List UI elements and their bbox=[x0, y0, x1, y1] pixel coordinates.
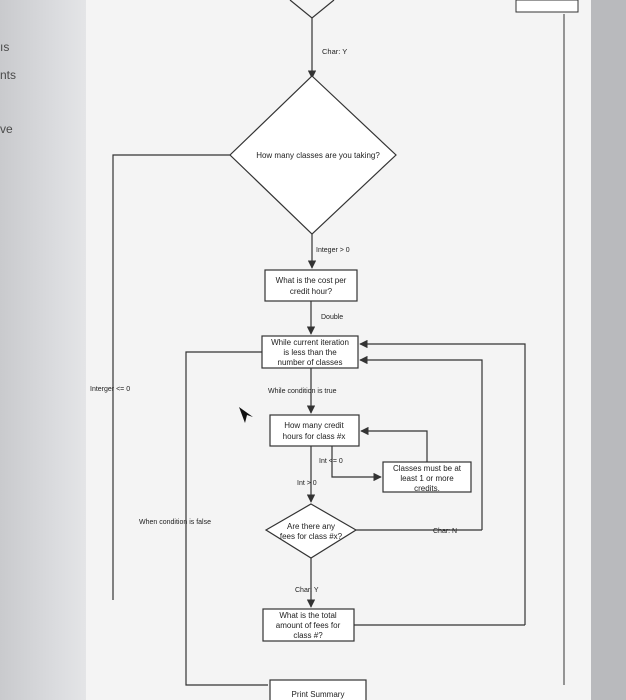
edge-label-int-le-0: Int <= 0 bbox=[319, 458, 343, 465]
fees-amount-line-2: amount of fees for bbox=[276, 621, 341, 630]
background-edge bbox=[591, 0, 626, 700]
previous-shape-edge bbox=[289, 0, 335, 19]
process-credit-hours bbox=[269, 414, 360, 447]
edge-label-char-n: Char: N bbox=[433, 528, 457, 535]
edge-label-double: Double bbox=[321, 314, 343, 321]
fees-amount-line-3: class #? bbox=[293, 631, 323, 640]
edge-int-le-0 bbox=[331, 446, 382, 482]
process-cost-line-1: What is the cost per bbox=[276, 276, 347, 285]
edge-label-char-y-top: Char: Y bbox=[322, 47, 347, 56]
edge-label-when-false: When condition is false bbox=[139, 519, 211, 526]
decision-fees-line-2: fees for class #x? bbox=[280, 532, 343, 541]
decision-fees-line-1: Are there any bbox=[287, 522, 335, 531]
classes-error-line-1: Classes must be at bbox=[393, 464, 462, 473]
process-print-summary bbox=[269, 679, 367, 700]
edge-when-false bbox=[185, 351, 268, 686]
decision-classes-text: How many classes are you taking? bbox=[256, 151, 380, 160]
decision-fees bbox=[264, 503, 358, 559]
edge-loop-back-no-fees bbox=[359, 355, 483, 530]
background-tab-fragment: ve bbox=[0, 122, 13, 136]
mouse-cursor-icon bbox=[239, 407, 253, 423]
while-line-3: number of classes bbox=[278, 358, 343, 367]
credit-hours-line-1: How many credit bbox=[284, 421, 344, 430]
while-line-2: is less than the bbox=[283, 348, 337, 357]
edge-label-while-true: While condition is true bbox=[268, 388, 337, 395]
edge-integer-le-0 bbox=[112, 154, 230, 390]
edge-label-int-gt-0: Int > 0 bbox=[297, 480, 317, 487]
classes-error-line-2: least 1 or more bbox=[400, 474, 454, 483]
classes-error-line-3: credits. bbox=[414, 484, 440, 493]
background-tab-fragment: nts bbox=[0, 68, 17, 82]
process-cost-per-credit bbox=[264, 269, 358, 302]
edge-label-integer-gt-0: Integer > 0 bbox=[316, 247, 350, 254]
edge-label-char-y-fees: Char: Y bbox=[295, 587, 319, 594]
process-classes-error bbox=[382, 461, 472, 493]
background-tab-fragment: ıs bbox=[0, 40, 10, 54]
fees-amount-line-1: What is the total bbox=[279, 611, 337, 620]
while-line-1: While current iteration bbox=[271, 338, 349, 347]
process-cost-line-2: credit hour? bbox=[290, 287, 333, 296]
edge-error-return bbox=[360, 426, 428, 462]
edge-label-integer-le-0: Interger <= 0 bbox=[90, 386, 130, 393]
print-summary-text: Print Summary bbox=[292, 690, 345, 699]
credit-hours-line-2: hours for class #x bbox=[283, 432, 346, 441]
background-window-strip bbox=[0, 0, 86, 700]
top-right-box bbox=[515, 0, 579, 13]
edge-loop-back-fees bbox=[359, 339, 526, 625]
